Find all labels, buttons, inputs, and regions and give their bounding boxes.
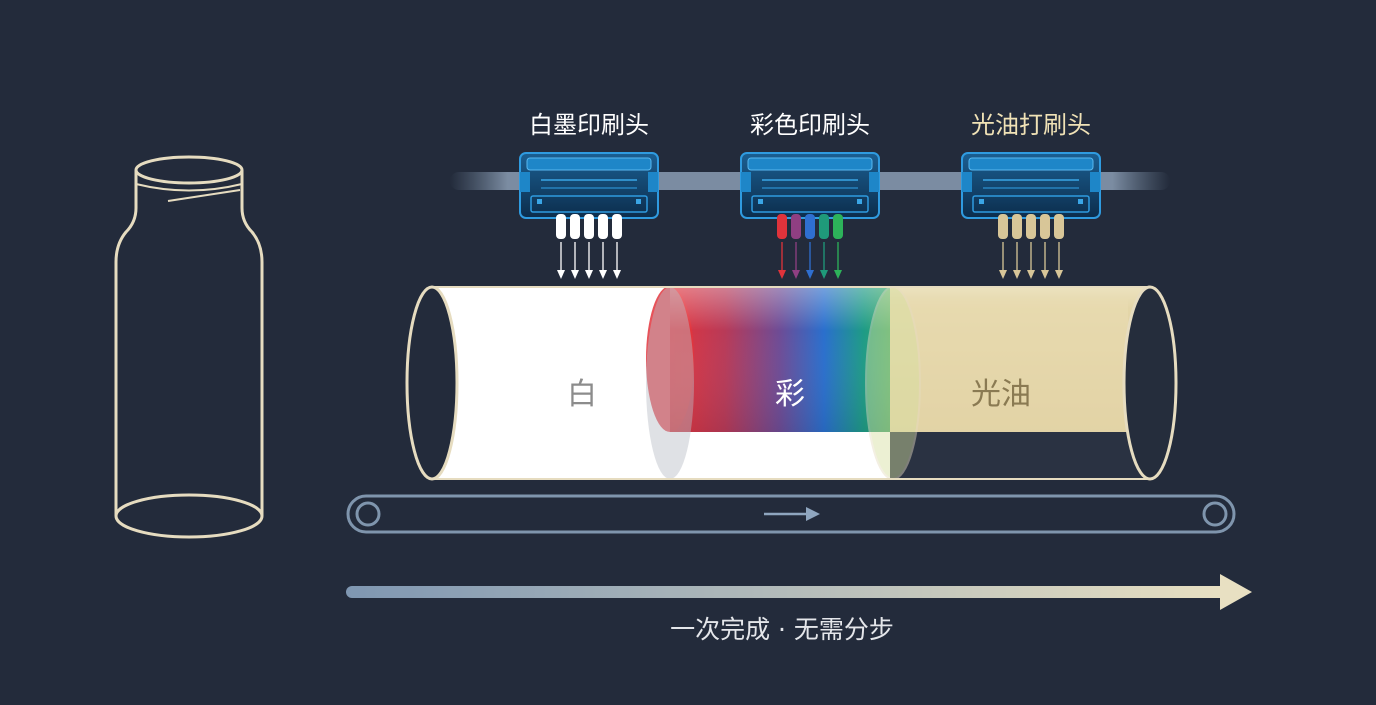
print-head-icon <box>740 152 880 219</box>
nozzle <box>791 214 801 239</box>
print-heads: 白墨印刷头 彩色印刷头 光油打刷头 <box>519 111 1101 279</box>
white-layer-label: 白 <box>567 377 597 412</box>
nozzle <box>833 214 843 239</box>
nozzle-arrow-icon <box>1041 270 1049 279</box>
print-head-3: 光油打刷头 <box>961 111 1101 279</box>
nozzle-arrow-icon <box>557 270 565 279</box>
nozzle <box>1040 214 1050 239</box>
print-head-icon <box>961 152 1101 219</box>
print-head-icon <box>519 152 659 219</box>
bottle-icon <box>114 155 264 539</box>
nozzle-arrow-icon <box>613 270 621 279</box>
nozzle-arrow-icon <box>792 270 800 279</box>
color-layer-label: 彩 <box>775 377 805 412</box>
nozzle-arrow-icon <box>1027 270 1035 279</box>
nozzle-arrow-icon <box>806 270 814 279</box>
print-head-2: 彩色印刷头 <box>740 111 880 279</box>
print-head-label: 彩色印刷头 <box>750 111 870 139</box>
nozzle <box>598 214 608 239</box>
nozzle-arrow-icon <box>999 270 1007 279</box>
varnish-layer-label: 光油 <box>971 377 1031 412</box>
nozzle <box>998 214 1008 239</box>
conveyor-belt <box>346 494 1236 534</box>
nozzle <box>777 214 787 239</box>
print-head-label: 光油打刷头 <box>971 111 1091 139</box>
nozzle <box>570 214 580 239</box>
nozzle <box>584 214 594 239</box>
belt-roller-right <box>1202 501 1228 527</box>
nozzle <box>1012 214 1022 239</box>
belt-roller-left <box>355 501 381 527</box>
belt-direction-arrow-icon <box>764 507 820 521</box>
label-cylinder <box>405 285 1178 481</box>
print-head-1: 白墨印刷头 <box>519 111 659 279</box>
nozzle-arrow-icon <box>599 270 607 279</box>
nozzle <box>612 214 622 239</box>
nozzle <box>556 214 566 239</box>
process-arrow-icon <box>346 574 1252 610</box>
nozzle-arrow-icon <box>585 270 593 279</box>
nozzle <box>819 214 829 239</box>
nozzle <box>1054 214 1064 239</box>
nozzle-arrow-icon <box>778 270 786 279</box>
print-head-label: 白墨印刷头 <box>529 111 649 139</box>
nozzle-arrow-icon <box>834 270 842 279</box>
nozzle-arrow-icon <box>1055 270 1063 279</box>
nozzle <box>805 214 815 239</box>
nozzle <box>1026 214 1036 239</box>
nozzle-arrow-icon <box>820 270 828 279</box>
nozzle-arrow-icon <box>1013 270 1021 279</box>
caption: 一次完成 · 无需分步 <box>670 615 894 644</box>
nozzle-arrow-icon <box>571 270 579 279</box>
